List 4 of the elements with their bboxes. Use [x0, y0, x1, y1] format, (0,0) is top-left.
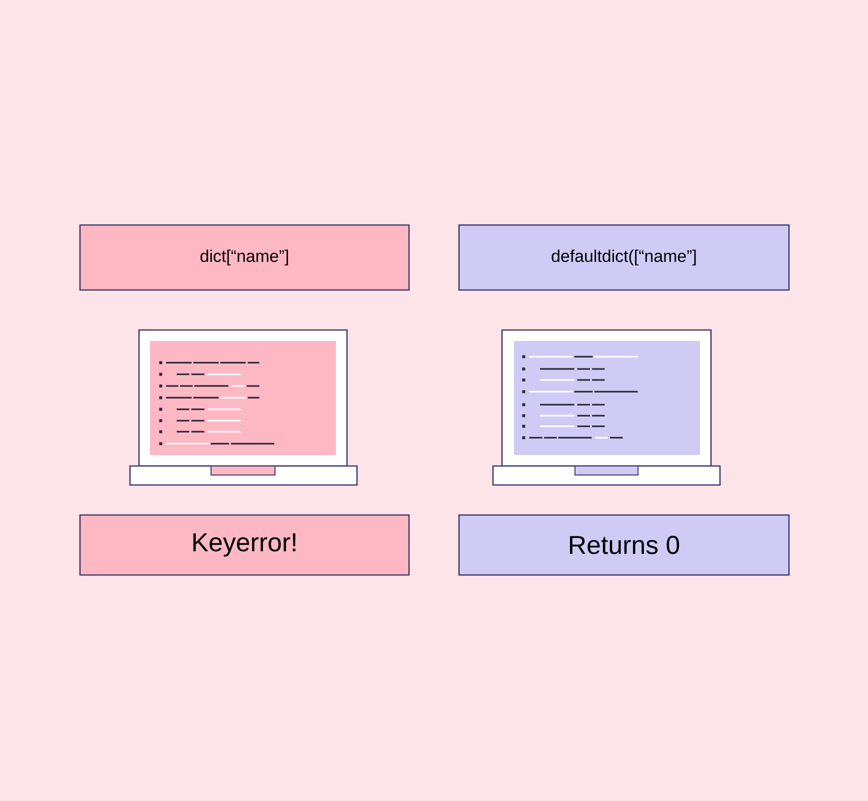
text-box: Returns 0 — [458, 514, 790, 576]
text-box: defaultdict([“name”] — [458, 224, 790, 291]
text-box: dict[“name”] — [79, 224, 410, 291]
text-box: Keyerror! — [79, 514, 410, 576]
